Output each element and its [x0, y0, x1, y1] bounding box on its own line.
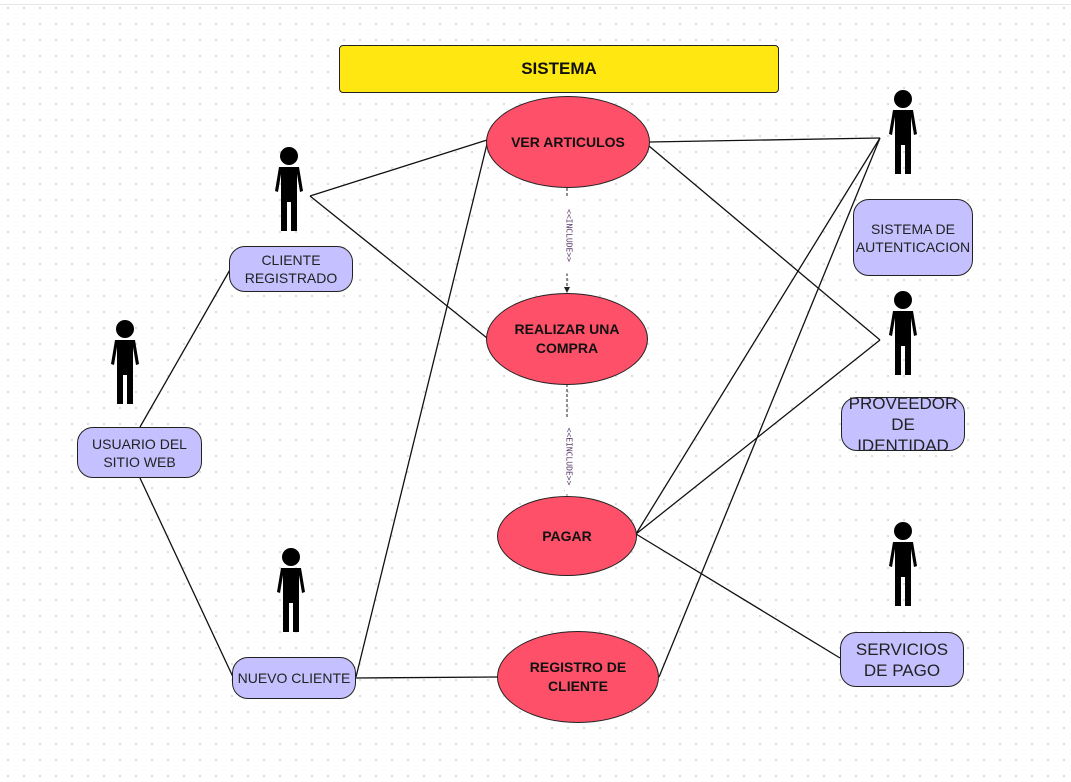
line-usuario-nuevo: [139, 477, 234, 678]
use-case-registro-cliente[interactable]: REGISTRO DE CLIENTE: [497, 631, 659, 723]
include-label-1: <<INCLUDE>>: [564, 197, 574, 274]
actor-figure-sistema-autenticacion: [889, 90, 917, 174]
include-label-2: <<EINCLUDE>>: [564, 418, 574, 495]
actor-figure-usuario-sitio-web: [111, 320, 139, 404]
actor-label-servicios-pago[interactable]: SERVICIOS DE PAGO: [840, 632, 964, 687]
actor-figure-nuevo-cliente: [277, 548, 305, 632]
use-case-ver-articulos[interactable]: VER ARTICULOS: [486, 96, 650, 188]
actor-label-sistema-autenticacion[interactable]: SISTEMA DE AUTENTICACION: [853, 199, 973, 276]
use-case-pagar[interactable]: PAGAR: [497, 496, 637, 576]
line-nuevo-registro: [355, 676, 499, 679]
line-pagar-servicios: [635, 533, 841, 659]
line-nuevo-ver: [355, 143, 488, 678]
line-cliente-compra: [309, 195, 488, 339]
actor-label-cliente-registrado[interactable]: CLIENTE REGISTRADO: [229, 246, 353, 292]
line-ver-proveedor: [648, 145, 881, 341]
system-title: SISTEMA: [339, 45, 779, 93]
line-registro-autenticacion: [658, 137, 881, 678]
line-usuario-cliente: [139, 267, 232, 428]
canvas-top-border: [0, 4, 1071, 5]
line-ver-autenticacion: [648, 137, 881, 143]
actor-label-usuario-sitio-web[interactable]: USUARIO DEL SITIO WEB: [77, 427, 202, 478]
line-cliente-ver: [309, 139, 488, 197]
use-case-realizar-compra[interactable]: REALIZAR UNA COMPRA: [486, 293, 648, 385]
actor-figure-servicios-pago: [889, 522, 917, 606]
line-pagar-autenticacion: [635, 137, 881, 535]
actor-figure-cliente-registrado: [275, 147, 303, 231]
actor-label-proveedor-identidad[interactable]: PROVEEDOR DE IDENTIDAD: [841, 394, 965, 455]
actor-figure-proveedor-identidad: [889, 291, 917, 375]
actor-label-nuevo-cliente[interactable]: NUEVO CLIENTE: [232, 657, 356, 699]
